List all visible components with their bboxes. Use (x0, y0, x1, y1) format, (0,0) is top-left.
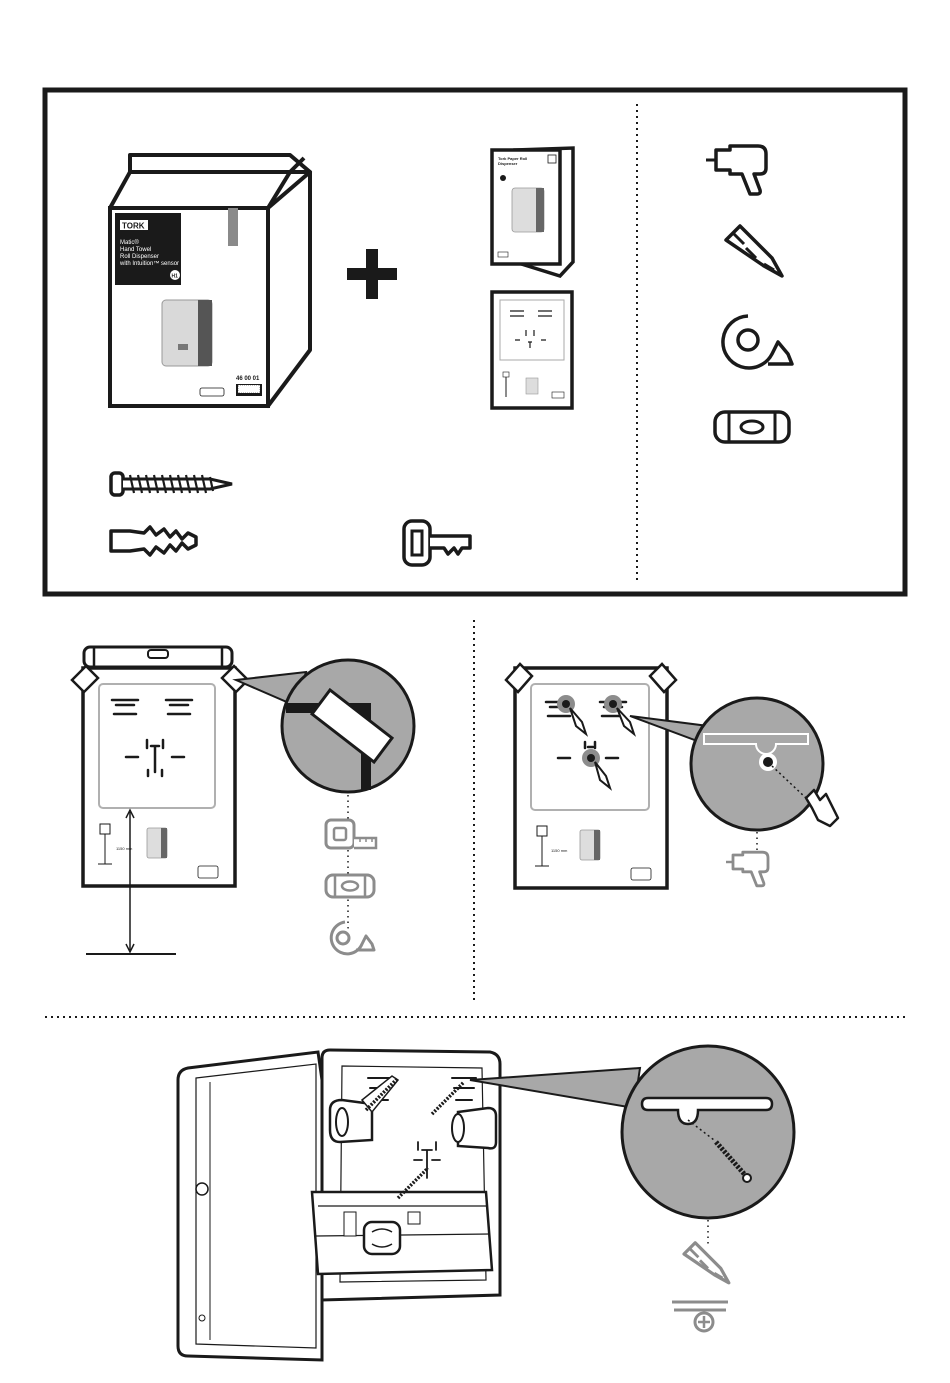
manual-title-2: Dispenser (498, 161, 518, 166)
drilling-template-icon (492, 292, 572, 408)
box-article-number: 46 00 01 (236, 376, 260, 382)
spirit-level-icon (715, 412, 789, 442)
open-dispenser (178, 1050, 500, 1360)
box-line-4: with Intuition™ sensor (119, 260, 179, 267)
box-line-1: Matic® (120, 239, 139, 246)
step1-level-on-template (84, 647, 232, 667)
step3-zoom-callout (470, 1046, 794, 1244)
phillips-head-icon (672, 1302, 728, 1331)
measuring-tape-icon (326, 820, 376, 848)
spirit-level-icon (326, 875, 374, 897)
manual-booklet-icon: Tork Paper Roll Dispenser (492, 148, 573, 276)
step2-height-label: 1150 mm (551, 848, 568, 853)
tape-icon (331, 922, 374, 954)
box-line-3: Roll Dispenser (120, 254, 159, 260)
step1-zoom-callout (236, 660, 414, 940)
step1-template: 1150 mm (83, 668, 235, 886)
box-brand: TORK (122, 222, 145, 231)
step2-template: 1150 mm (515, 668, 667, 888)
box-line-2: Hand Towel (120, 247, 151, 253)
screwdriver-icon (684, 1243, 729, 1283)
drill-icon (726, 852, 768, 886)
box-badge: H1 (172, 274, 179, 280)
